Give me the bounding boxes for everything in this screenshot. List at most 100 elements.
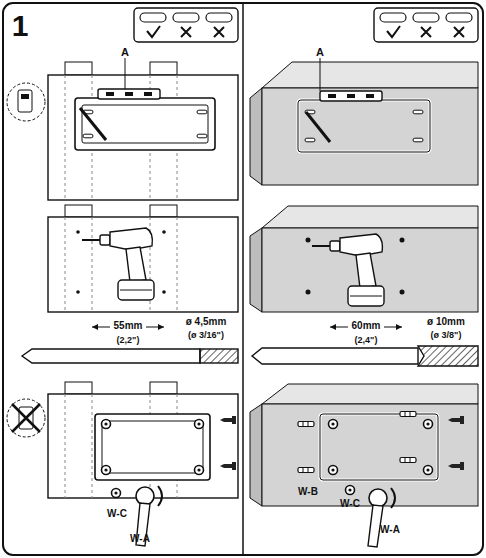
part-letter: A [316, 47, 324, 58]
concrete-wall-row2 [250, 206, 478, 312]
drywall-board [48, 217, 238, 312]
concrete-side [250, 404, 262, 506]
level-vial [366, 94, 374, 98]
dimension-text: 55mm [114, 321, 143, 331]
wall-plate [298, 100, 430, 152]
wall-plate [75, 98, 215, 150]
washer [102, 420, 111, 429]
drill-bit-flute [200, 349, 238, 363]
stud-top [150, 205, 177, 217]
inset-circle [7, 83, 45, 121]
drill-bit-drawing [252, 348, 418, 364]
washer [102, 466, 111, 475]
plate-slot [83, 134, 93, 138]
part-label: W-C [107, 509, 127, 519]
washer [112, 489, 121, 498]
washer [195, 466, 204, 475]
concrete-side [250, 228, 262, 312]
drill-hole [162, 230, 166, 234]
washer [329, 466, 338, 475]
drill-hole [400, 238, 405, 243]
power-drill [82, 228, 154, 300]
concrete-top [262, 206, 478, 228]
step-number: 1 [12, 11, 29, 41]
stud-outline [65, 217, 177, 312]
plate-slot [413, 138, 423, 142]
socket-wrench-head [136, 487, 154, 505]
wall-anchor [400, 412, 416, 417]
level-vial [125, 92, 133, 96]
stud-top [65, 382, 92, 394]
washer [424, 466, 433, 475]
drill-hole [400, 290, 405, 295]
concrete-side [250, 88, 262, 185]
part-letter: A [121, 47, 129, 58]
panel-divider [242, 3, 244, 555]
wall-plate-inner [102, 421, 203, 473]
dimension-text: (2,2") [117, 336, 140, 345]
stud-top [65, 62, 92, 75]
level-vial [106, 92, 114, 96]
wall-plate-outline [320, 414, 438, 480]
dimension-text: ø 4,5mm [186, 317, 227, 327]
part-label: W-B [298, 487, 318, 497]
drill-hole [306, 238, 311, 243]
dimension-text: ø 10mm [427, 317, 465, 327]
wall-plate-outline [298, 100, 430, 152]
plate-slot [305, 138, 315, 142]
concrete-front [262, 404, 478, 506]
stud-wall-row2 [48, 205, 238, 312]
masonry-bit-tip [418, 346, 478, 366]
washer [195, 420, 204, 429]
plate-slot [413, 110, 423, 114]
level-vial [347, 94, 355, 98]
wall-plate [95, 414, 210, 480]
stud-top [65, 205, 92, 217]
part-label: W-A [380, 525, 400, 535]
lag-screw [448, 462, 464, 470]
part-label: W-C [340, 499, 360, 509]
outer-frame [3, 3, 483, 555]
drywall-board [48, 394, 238, 498]
concrete-wall-row1 [250, 58, 478, 185]
drill-hole [162, 290, 166, 294]
plate-slot [197, 134, 207, 138]
drill-bit-drawing [22, 349, 200, 363]
concrete-front [262, 88, 478, 185]
wall-plate [320, 414, 438, 480]
dimension-text: (2,4") [355, 336, 378, 345]
concrete-wall-row3 [250, 384, 478, 547]
wall-anchor [400, 458, 416, 463]
stud-wall-row1 [7, 58, 238, 200]
stud-top [150, 62, 177, 75]
level-vial [144, 92, 152, 96]
pencil [306, 112, 330, 142]
lag-screw [220, 416, 236, 424]
check-legend [374, 8, 478, 42]
cross-out [12, 404, 40, 432]
washer [346, 486, 355, 495]
drill-hole [76, 290, 80, 294]
drill-hole [76, 230, 80, 234]
wall-anchor [298, 422, 314, 427]
leader-line [320, 58, 321, 91]
leader-line [125, 58, 126, 89]
concrete-top [262, 384, 478, 404]
plate-slot [197, 110, 207, 114]
concrete-top [262, 62, 478, 88]
turn-arrow [391, 488, 395, 508]
lag-screw [220, 462, 236, 470]
dimension-text: (ø 3/8") [431, 331, 462, 340]
socket-wrench-head [369, 489, 387, 507]
washer [329, 420, 338, 429]
spirit-level [98, 89, 160, 99]
drill-hole [306, 290, 311, 295]
lag-screw [448, 416, 464, 424]
inset-circle [7, 399, 45, 437]
part-label: W-A [130, 534, 150, 544]
stud-finder [18, 90, 32, 112]
check-legend [134, 8, 238, 42]
stud-top [150, 382, 177, 394]
